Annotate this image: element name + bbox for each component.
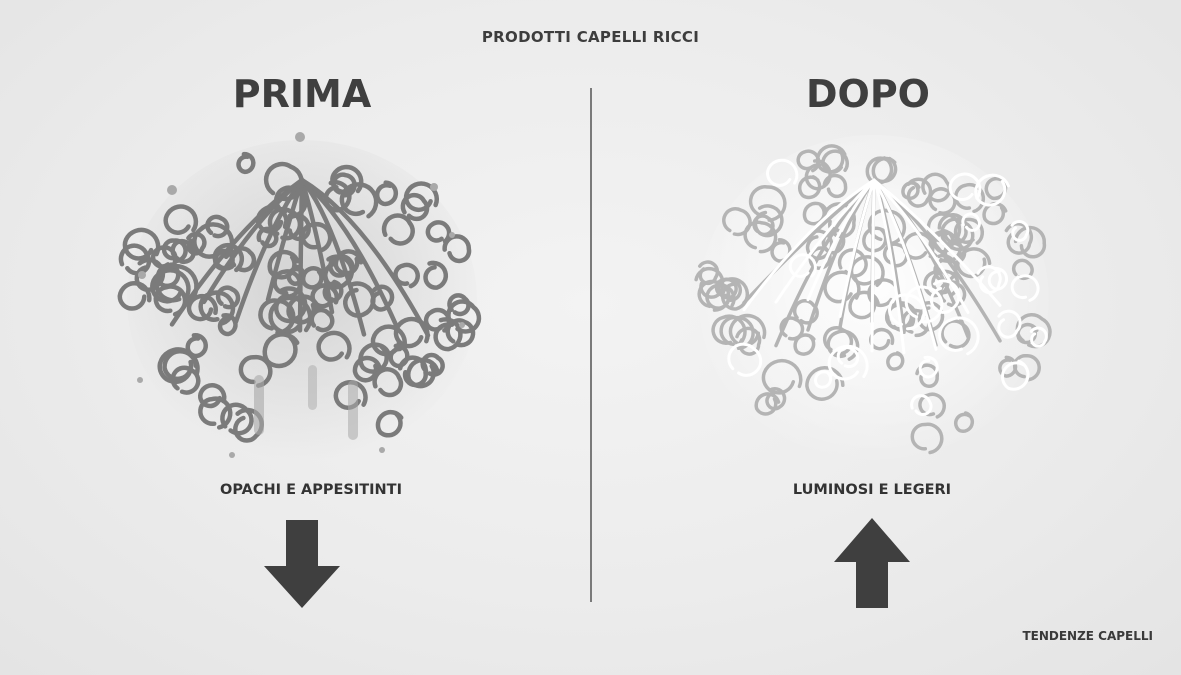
- curly-hair-dull-icon: [117, 132, 482, 460]
- after-caption: LUMINOSI E LEGERI: [792, 482, 952, 498]
- brand-footer: TENDENZE CAPELLI: [1022, 629, 1153, 643]
- before-heading: PRIMA: [232, 72, 372, 116]
- before-caption: OPACHI E APPESITINTI: [220, 482, 402, 498]
- arrow-up-icon: [834, 518, 910, 608]
- curly-hair-shiny-icon: [694, 135, 1052, 465]
- page-title: PRODOTTI CAPELLI RICCI: [481, 28, 700, 46]
- center-divider: [590, 88, 592, 602]
- arrow-down-icon: [264, 520, 340, 608]
- after-heading: DOPO: [805, 72, 930, 116]
